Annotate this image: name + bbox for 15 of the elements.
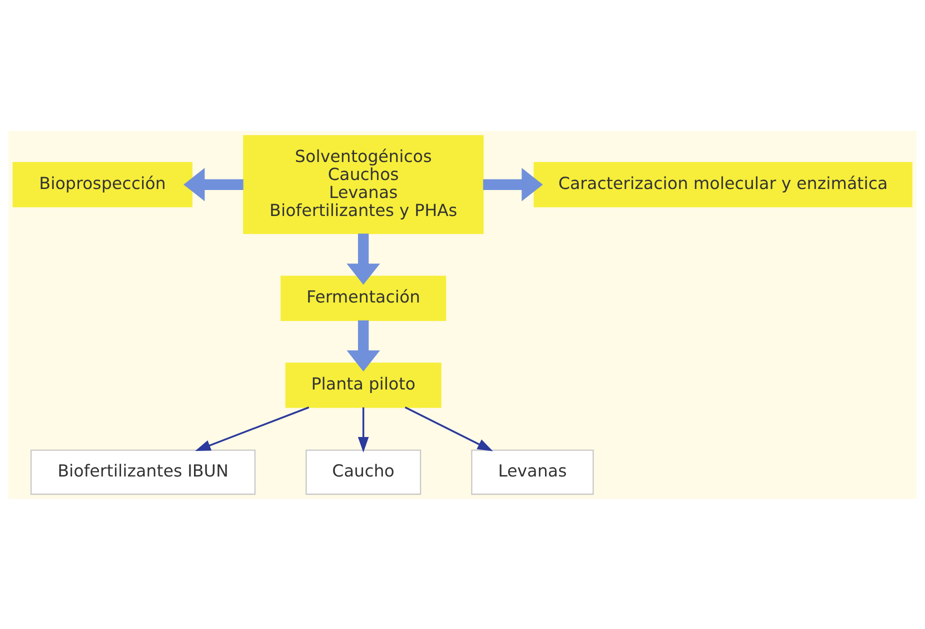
arrow — [483, 167, 543, 201]
node-box: Planta piloto — [285, 362, 442, 408]
node-box: Solventogénicos Cauchos Levanas Biofertilizantes y PHAs — [243, 134, 484, 234]
node-box: Levanas — [471, 449, 594, 494]
node-box: Caracterizacion molecular y enzimática — [534, 161, 912, 207]
arrow — [184, 167, 244, 201]
arrow — [195, 406, 310, 451]
arrow — [404, 406, 493, 451]
node-box: Fermentación — [280, 275, 446, 320]
node-box: Biofertilizantes IBUN — [30, 449, 256, 494]
arrow — [358, 406, 369, 452]
arrow — [346, 233, 380, 284]
node-box: Bioprospección — [12, 161, 192, 207]
arrow — [346, 320, 380, 371]
node-box: Caucho — [306, 449, 422, 494]
